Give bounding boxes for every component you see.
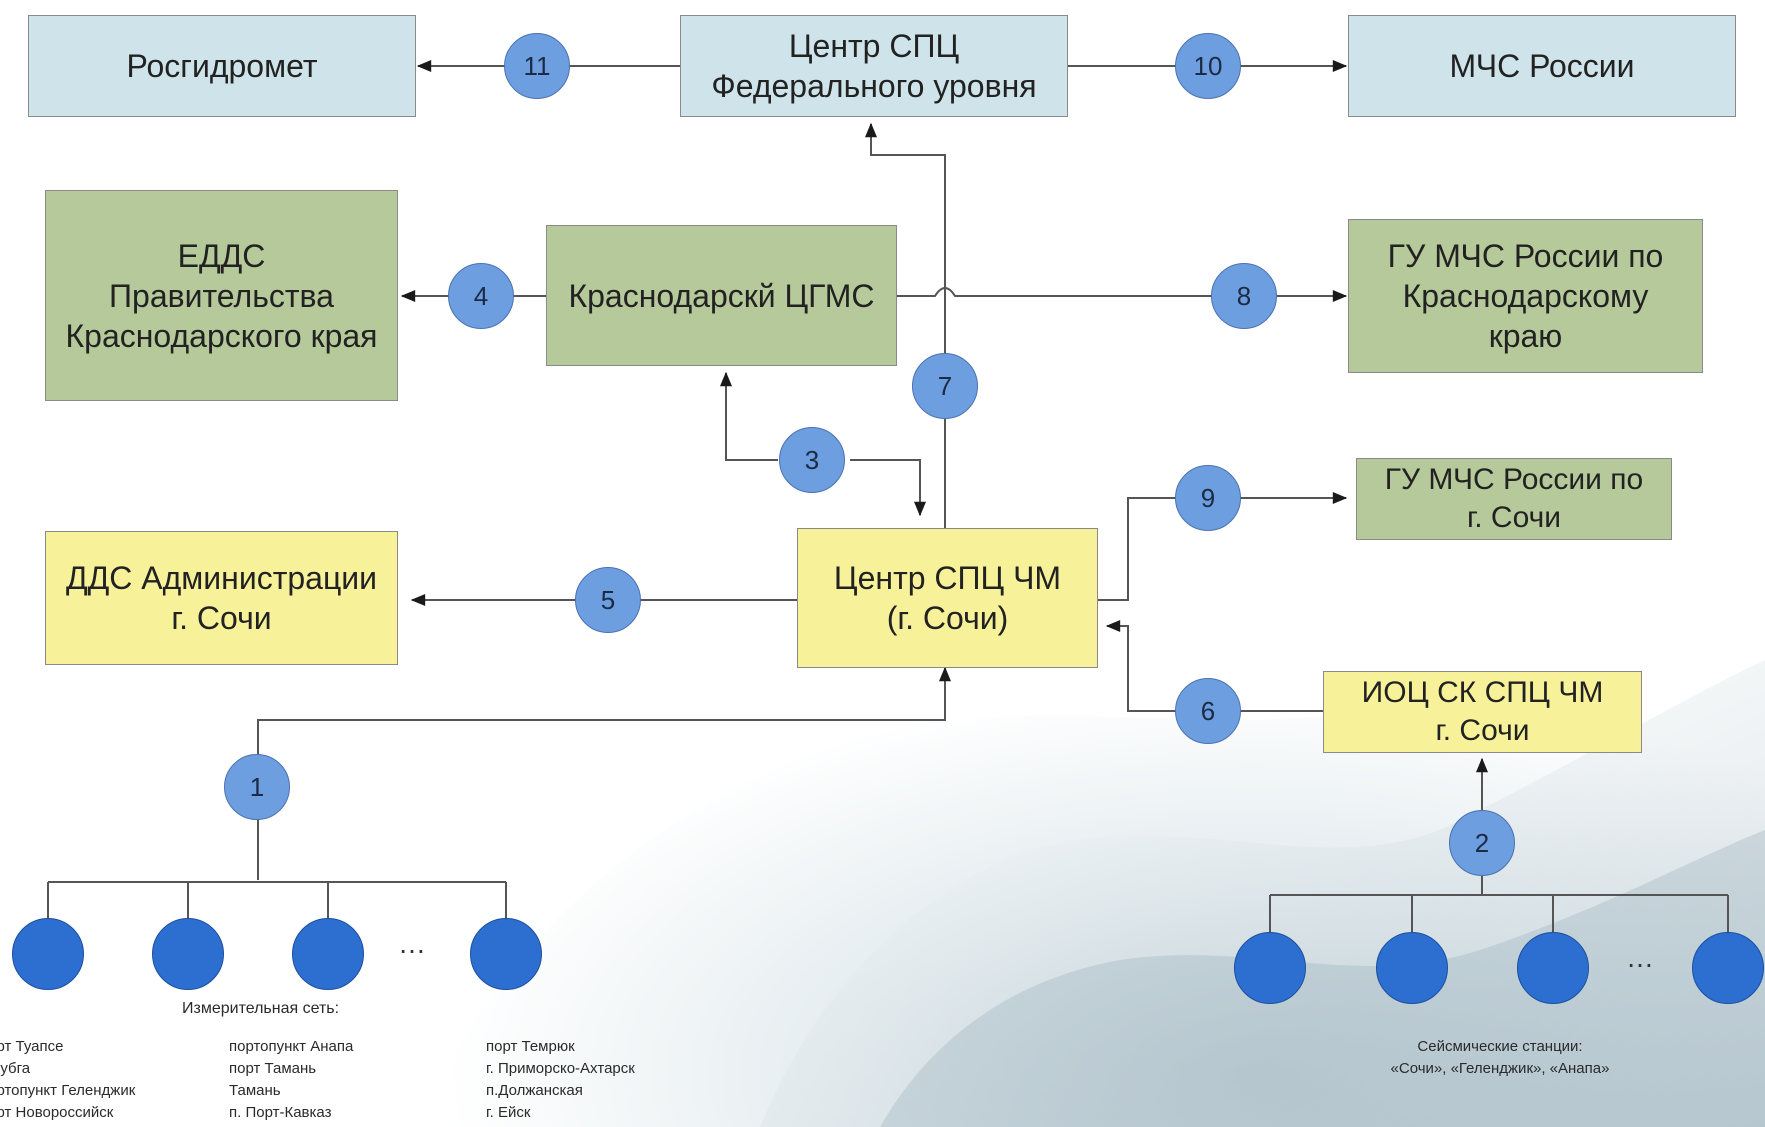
- seismic-station-node: [1517, 932, 1589, 1004]
- station-label: порт Новороссийск: [0, 1104, 114, 1121]
- station-label: Тамань: [229, 1082, 281, 1099]
- station-label: п. Порт-Кавказ: [229, 1104, 332, 1121]
- link-3-down: [850, 459, 926, 517]
- measurement-station-node: [152, 918, 224, 990]
- box-center-federal: Центр СПЦ Федерального уровня: [680, 15, 1068, 117]
- box-center-spc-chm: Центр СПЦ ЧМ (г. Сочи): [797, 528, 1098, 668]
- box-krasnodar-cgms: Краснодарскй ЦГМС: [546, 225, 897, 366]
- ellipsis-right: …: [1626, 942, 1657, 973]
- link-8: [897, 287, 1348, 302]
- box-gu-mchs-krasnodar: ГУ МЧС России по Краснодарскому краю: [1348, 219, 1703, 373]
- measurement-station-node: [292, 918, 364, 990]
- station-label: портопункт Анапа: [229, 1038, 354, 1055]
- badge-8: 8: [1211, 263, 1277, 329]
- box-mchs-russia: МЧС России: [1348, 15, 1736, 117]
- badge-3: 3: [779, 427, 845, 493]
- station-label: г. Приморско-Ахтарск: [486, 1060, 635, 1077]
- measurement-network-title: Измерительная сеть:: [182, 1000, 340, 1017]
- link-3-up: [720, 371, 778, 461]
- box-rosgidromet: Росгидромет: [28, 15, 416, 117]
- station-label: портопункт Геленджик: [0, 1082, 136, 1099]
- badge-11: 11: [504, 33, 570, 99]
- box-gu-mchs-sochi: ГУ МЧС России по г. Сочи: [1356, 458, 1672, 540]
- measurement-station-node: [12, 918, 84, 990]
- link-7: [865, 122, 946, 528]
- seismic-station-node: [1376, 932, 1448, 1004]
- measurement-list-col2: портопункт Анапа порт Тамань Тамань п. П…: [229, 1036, 353, 1124]
- badge-10: 10: [1175, 33, 1241, 99]
- box-ioc-sk: ИОЦ СК СПЦ ЧМ г. Сочи: [1323, 671, 1642, 753]
- station-label: порт Туапсе: [0, 1038, 64, 1055]
- link-1: [257, 666, 951, 880]
- station-label: Джубга: [0, 1060, 31, 1077]
- station-label: г. Ейск: [486, 1104, 531, 1121]
- network-left-bus: [47, 881, 507, 923]
- station-label: п.Должанская: [486, 1082, 583, 1099]
- badge-4: 4: [448, 263, 514, 329]
- seismic-title: Сейсмические станции:: [1417, 1038, 1583, 1055]
- badge-9: 9: [1175, 465, 1241, 531]
- badge-2: 2: [1449, 810, 1515, 876]
- badge-1: 1: [224, 754, 290, 820]
- badge-6: 6: [1175, 678, 1241, 744]
- seismic-names: «Сочи», «Геленджик», «Анапа»: [1390, 1060, 1610, 1077]
- measurement-list-col1: порт Туапсе Джубга портопункт Геленджик …: [0, 1036, 135, 1124]
- network-right-bus: [1269, 894, 1729, 935]
- seismic-station-node: [1234, 932, 1306, 1004]
- seismic-caption: Сейсмические станции: «Сочи», «Геленджик…: [1320, 1036, 1680, 1080]
- badge-7: 7: [912, 353, 978, 419]
- box-edds: ЕДДС Правительства Краснодарского края: [45, 190, 398, 401]
- station-label: порт Темрюк: [486, 1038, 575, 1055]
- ellipsis-left: …: [398, 928, 429, 959]
- box-dds-sochi: ДДС Администрации г. Сочи: [45, 531, 398, 665]
- measurement-station-node: [470, 918, 542, 990]
- badge-5: 5: [575, 567, 641, 633]
- station-label: порт Тамань: [229, 1060, 317, 1077]
- measurement-list-col3: порт Темрюк г. Приморско-Ахтарск п.Должа…: [486, 1036, 635, 1124]
- seismic-station-node: [1692, 932, 1764, 1004]
